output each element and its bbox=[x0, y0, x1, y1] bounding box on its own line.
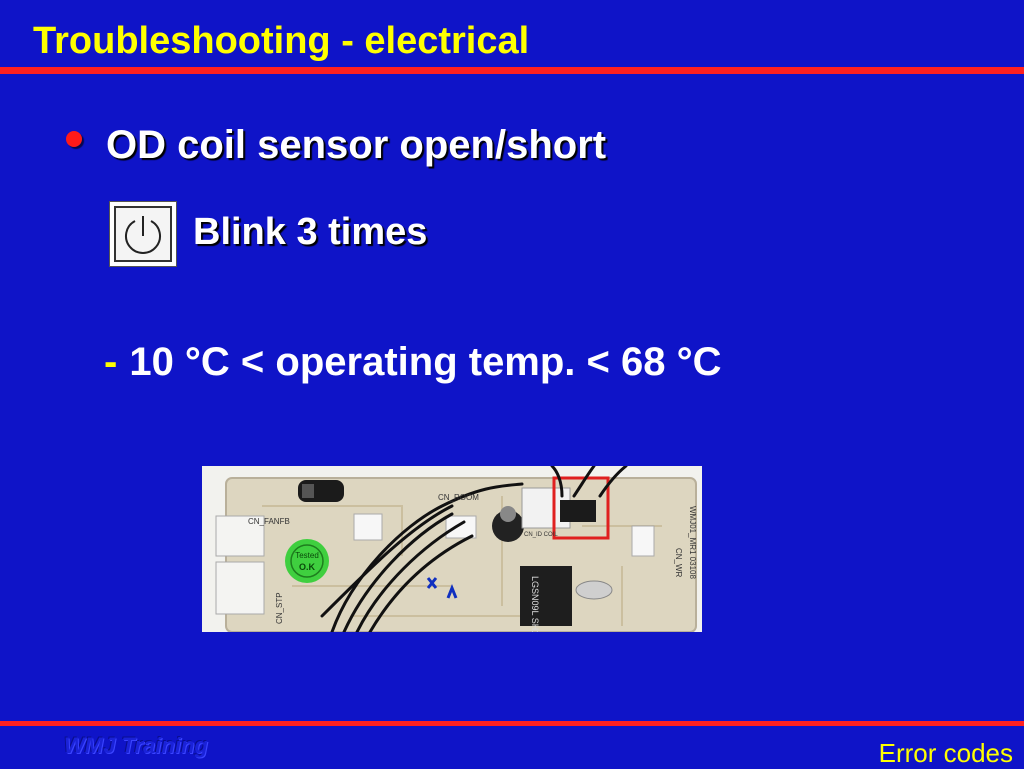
footer-section-label: Error codes bbox=[878, 738, 1013, 768]
bullet-dot-icon bbox=[66, 130, 82, 147]
tested-label: Tested bbox=[295, 551, 319, 560]
footer-training-watermark: WMJ Training bbox=[64, 733, 208, 758]
cn-wr-label: CN_WR bbox=[674, 548, 683, 578]
board-id-label: WMJ01_MR1 03108 bbox=[688, 506, 697, 579]
range-text: 10 °C < operating temp. < 68 °C bbox=[129, 340, 722, 384]
slide-title: Troubleshooting - electrical bbox=[33, 20, 530, 62]
power-icon bbox=[125, 216, 161, 254]
cn-idcoil-label: CN_ID COIL bbox=[524, 532, 558, 538]
cn-stp-label: CN_STP bbox=[275, 592, 284, 624]
power-button-image bbox=[109, 201, 177, 267]
bullet-heading: OD coil sensor open/short bbox=[106, 123, 607, 167]
cn-room-label: CN_ROOM bbox=[438, 493, 479, 502]
bottom-rule bbox=[0, 721, 1024, 726]
range-dash: - bbox=[104, 340, 118, 384]
temperature-range: - 10 °C < operating temp. < 68 °C bbox=[104, 340, 722, 385]
bullet-item: OD coil sensor open/short bbox=[66, 123, 606, 168]
ok-label: O.K bbox=[299, 562, 316, 572]
blink-text: Blink 3 times bbox=[193, 211, 428, 253]
highlight-box bbox=[552, 476, 610, 540]
cn-fanfb-label: CN_FANFB bbox=[248, 517, 290, 526]
top-rule bbox=[0, 67, 1024, 74]
circuit-board-photo: Tested O.K LGSN09L SH101048A CN_ROOM bbox=[202, 466, 702, 632]
chip-label: LGSN09L SH101048A bbox=[530, 576, 540, 632]
